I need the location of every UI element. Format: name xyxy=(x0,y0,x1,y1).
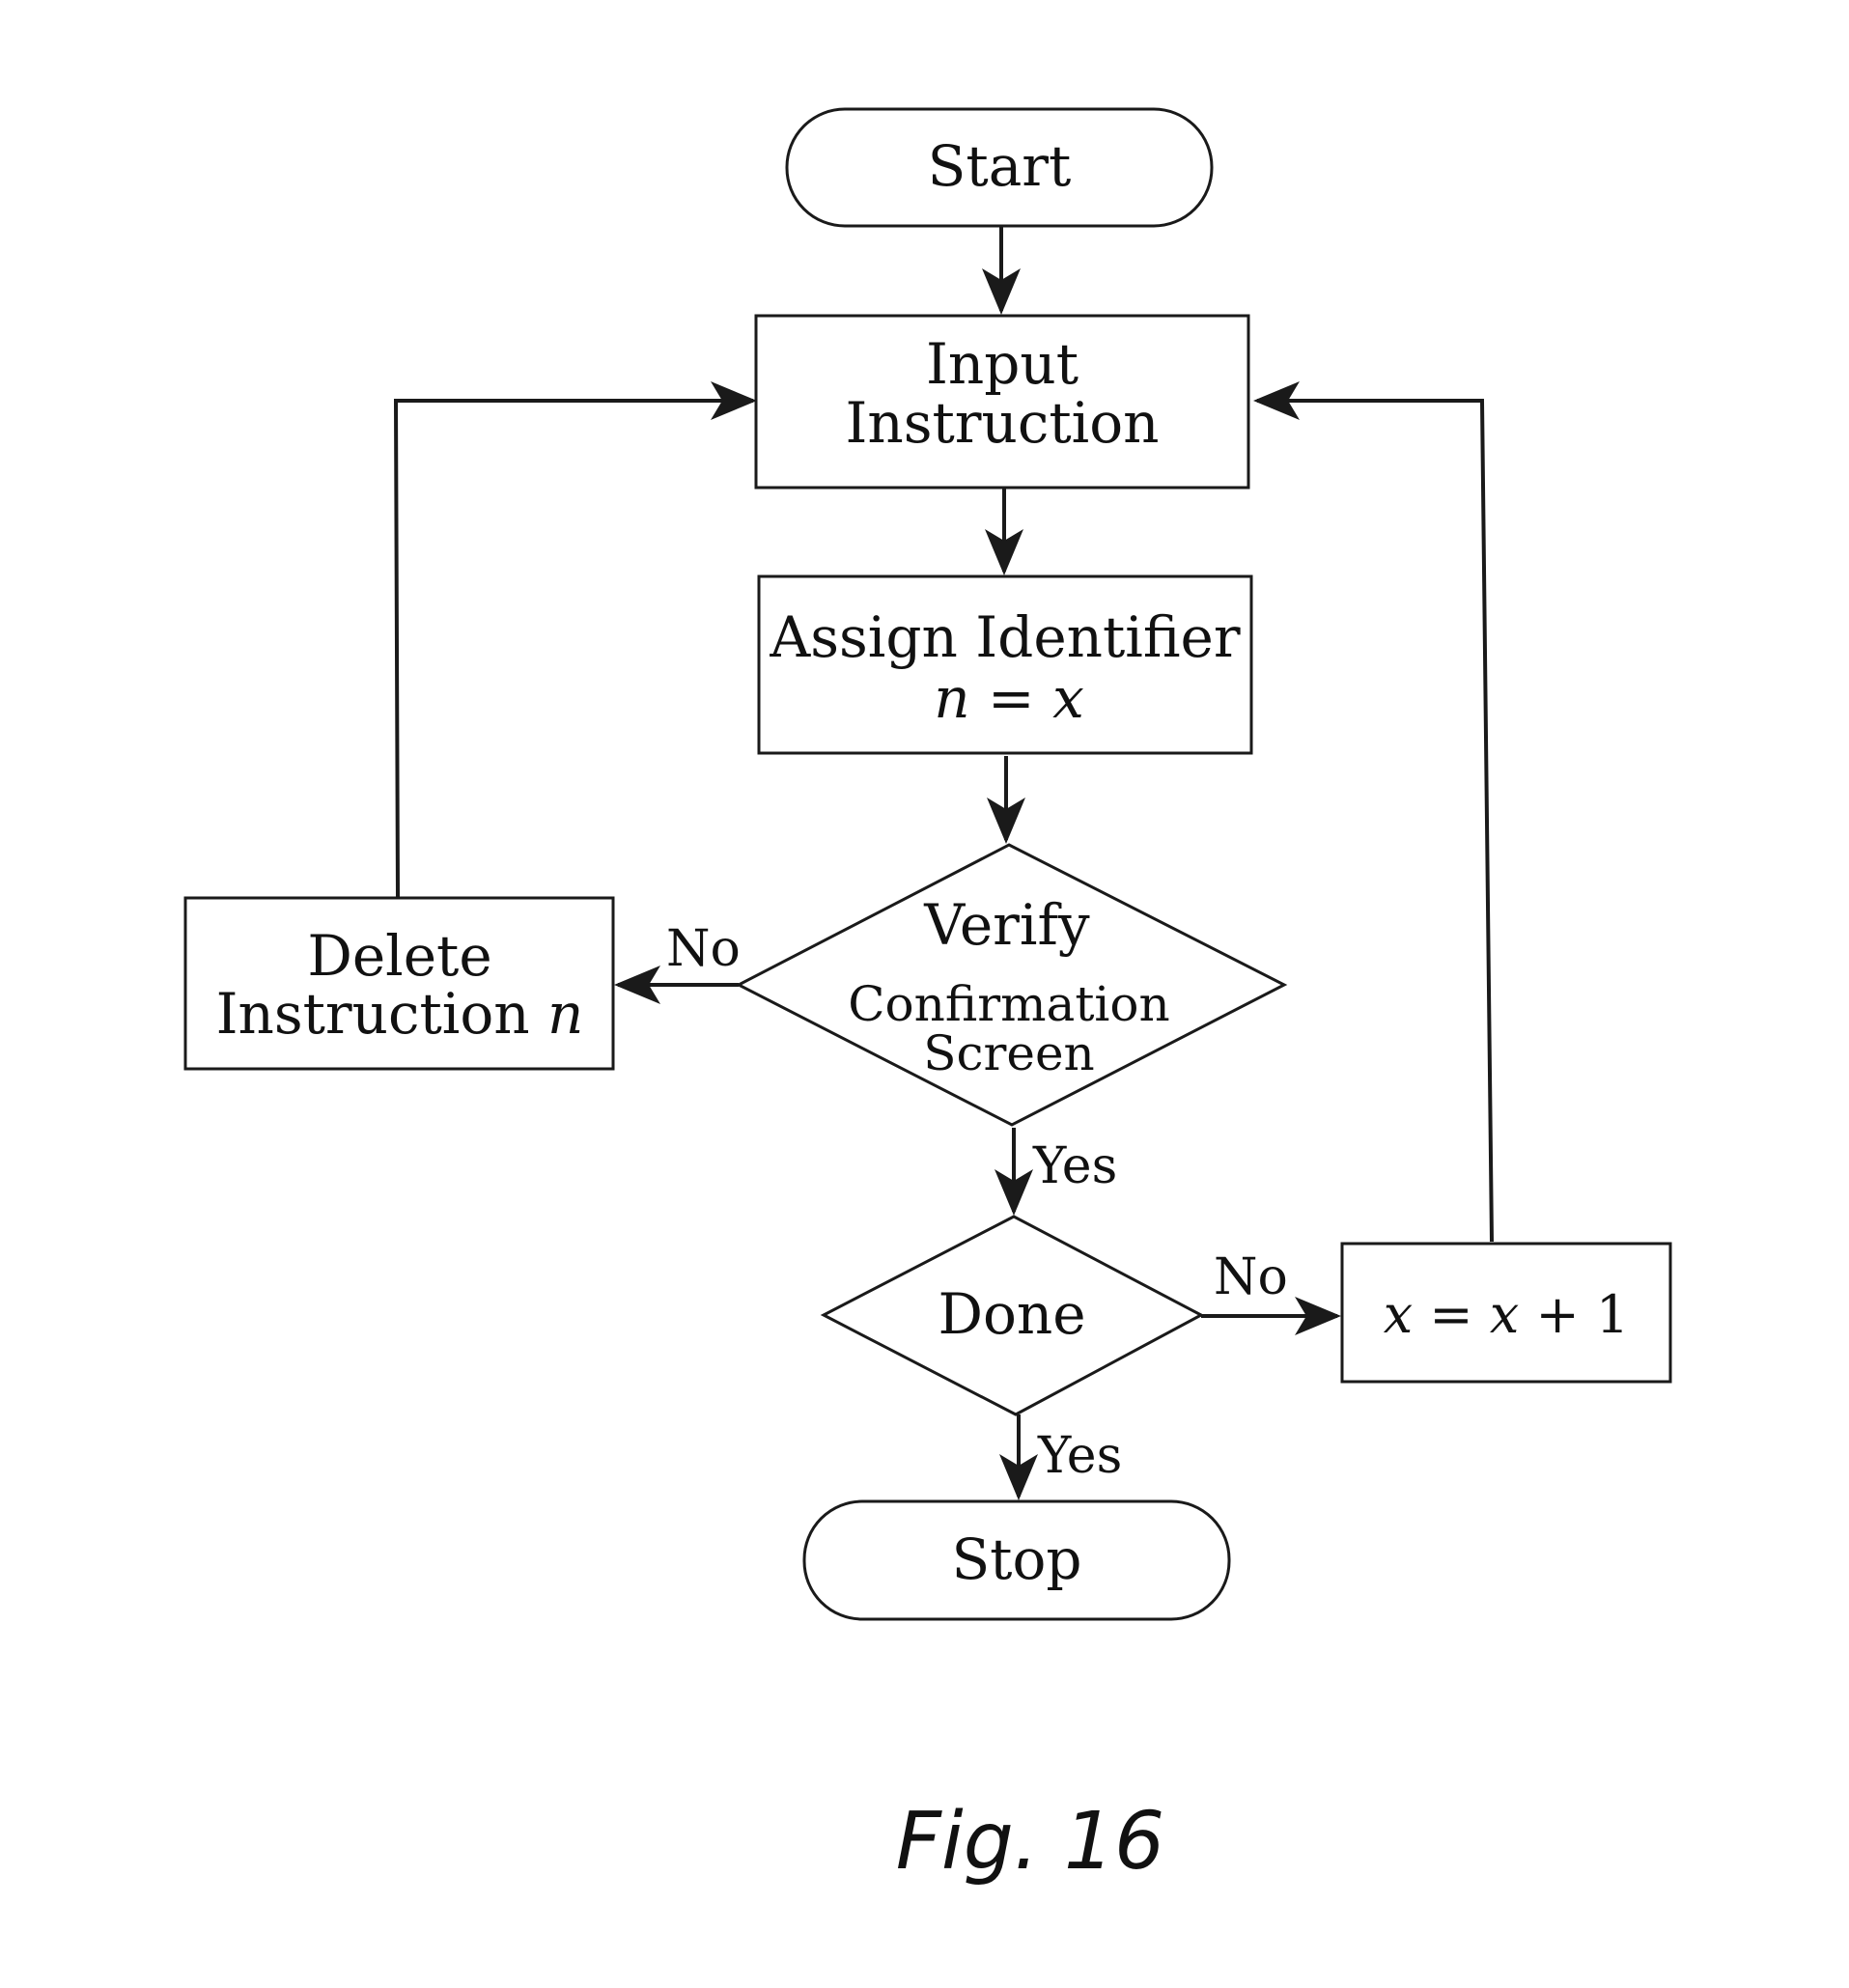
var-n: n xyxy=(547,981,583,1047)
verify-line2: Confirmation xyxy=(848,976,1169,1032)
input-instruction-box: Input Instruction xyxy=(756,316,1248,488)
equals-sign: = xyxy=(970,665,1052,731)
verify-line1: Verify xyxy=(923,892,1090,958)
delete-instruction-box: Delete Instruction n xyxy=(185,898,613,1069)
verify-no-label: No xyxy=(666,920,741,978)
equals-sign: = xyxy=(1413,1284,1490,1345)
figure-caption: Fig. 16 xyxy=(896,1796,1164,1888)
var-n: n xyxy=(934,665,969,731)
increment-formula: x = x + 1 xyxy=(1384,1284,1629,1345)
done-no-label: No xyxy=(1214,1248,1288,1306)
arrow-delete-loop-to-input xyxy=(396,401,753,898)
assign-identifier-formula: n = x xyxy=(934,665,1084,731)
input-instruction-line2: Instruction xyxy=(845,390,1159,456)
delete-instruction-line2: Instruction n xyxy=(216,981,584,1047)
input-instruction-line1: Input xyxy=(926,331,1079,397)
done-decision-diamond: Done xyxy=(824,1217,1201,1414)
done-yes-label: Yes xyxy=(1037,1427,1122,1485)
arrow-increment-loop-to-input xyxy=(1257,401,1492,1242)
verify-decision-diamond: Verify Confirmation Screen xyxy=(739,845,1284,1125)
delete-instruction-text: Instruction xyxy=(216,981,547,1047)
verify-line3: Screen xyxy=(923,1025,1095,1081)
assign-identifier-line1: Assign Identifier xyxy=(769,604,1240,670)
increment-box: x = x + 1 xyxy=(1342,1244,1670,1382)
assign-identifier-box: Assign Identifier n = x xyxy=(759,576,1251,753)
stop-label: Stop xyxy=(951,1526,1081,1592)
delete-instruction-line1: Delete xyxy=(307,923,491,989)
var-x: x xyxy=(1490,1284,1519,1345)
verify-yes-label: Yes xyxy=(1032,1137,1117,1195)
plus-one: + 1 xyxy=(1519,1284,1629,1345)
var-x: x xyxy=(1052,665,1084,731)
start-terminator: Start xyxy=(787,109,1212,226)
start-label: Start xyxy=(928,133,1072,199)
done-label: Done xyxy=(938,1281,1085,1347)
var-x: x xyxy=(1384,1284,1413,1345)
stop-terminator: Stop xyxy=(804,1501,1229,1619)
